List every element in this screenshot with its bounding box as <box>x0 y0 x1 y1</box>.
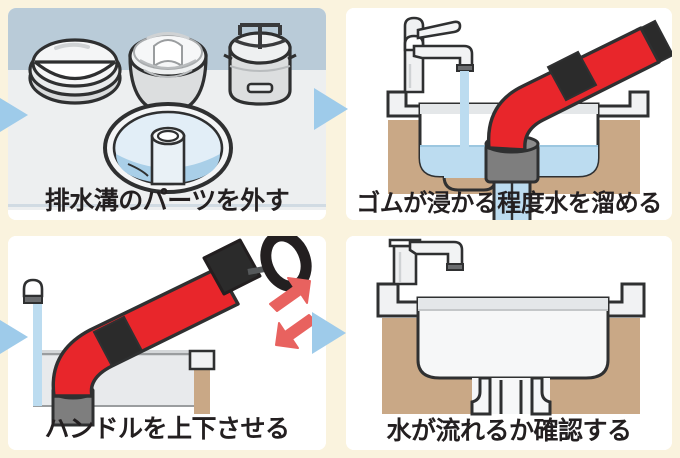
drain-trap-cover-icon <box>223 23 297 106</box>
faucet-icon <box>403 16 474 94</box>
red-pump <box>486 19 672 152</box>
drain-opening-icon <box>103 102 233 194</box>
faucet-icon <box>388 238 464 286</box>
check-drain-illustration <box>346 236 672 450</box>
step-arrow-into-4 <box>0 320 28 354</box>
drain-parts-illustration <box>8 8 326 220</box>
water-stream <box>460 71 469 158</box>
motion-arrow-down <box>275 314 317 349</box>
step-panel-2: ゴムが浸かる程度水を溜める <box>346 8 672 220</box>
drain-cap-icon <box>28 38 122 105</box>
step-panel-4: 水が流れるか確認する <box>346 236 672 450</box>
step-panel-1: 排水溝のパーツを外す <box>8 8 326 220</box>
panel-3-caption: ハンドルを上下させる <box>44 415 290 443</box>
pump-handle-illustration <box>8 236 326 450</box>
pump-cap <box>202 238 262 296</box>
drain-pipe <box>470 376 552 416</box>
step-arrow-1-to-2 <box>314 88 348 130</box>
drain-strainer-icon <box>128 32 208 115</box>
panel-4-caption: 水が流れるか確認する <box>386 417 632 445</box>
step-panel-3: ハンドルを上下させる <box>8 236 326 450</box>
step-arrow-into-2 <box>0 98 28 132</box>
step-arrow-3-to-4 <box>312 312 346 354</box>
panel-1-caption: 排水溝のパーツを外す <box>44 187 290 215</box>
motion-arrow-up <box>269 277 311 312</box>
panel-2-caption: ゴムが浸かる程度水を溜める <box>356 190 662 217</box>
fill-sink-illustration <box>346 8 672 220</box>
